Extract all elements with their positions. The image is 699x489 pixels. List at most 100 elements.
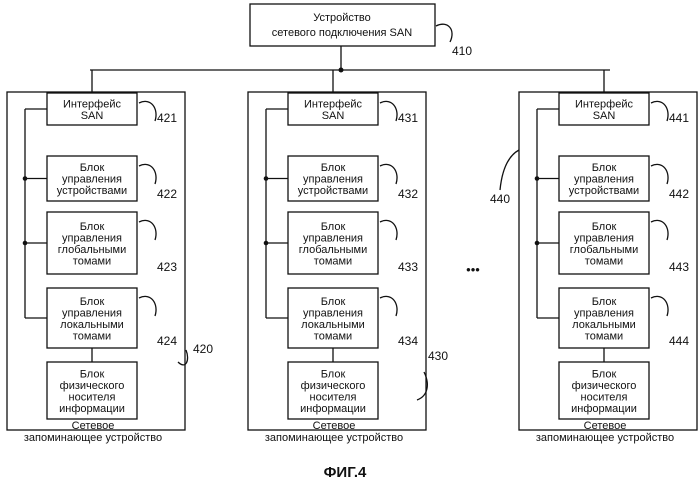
ref-leader xyxy=(651,164,668,184)
block-text-line: физического xyxy=(572,380,637,392)
block-ref-number: 432 xyxy=(398,187,418,201)
ref-leader xyxy=(651,101,668,121)
san-device-line-1: Устройство xyxy=(313,12,371,24)
block-text-line: Интерфейс xyxy=(575,98,633,110)
block-ref-number: 433 xyxy=(398,260,418,274)
storage-device-1: ИнтерфейсSAN421Блокуправленияустройствам… xyxy=(7,70,213,444)
block-text-line: управления xyxy=(303,232,363,244)
block-text-line: Блок xyxy=(80,368,105,380)
block-text-line: устройствами xyxy=(569,185,639,197)
block-text-line: томами xyxy=(314,330,352,342)
bus-junction-dot xyxy=(23,241,28,246)
block-text-line: физического xyxy=(301,380,366,392)
block-text-line: томами xyxy=(73,330,111,342)
block-ref-number: 434 xyxy=(398,334,418,348)
block-text-line: управления xyxy=(574,174,634,186)
block-text-line: SAN xyxy=(322,110,345,122)
block-ref-number: 421 xyxy=(157,111,177,125)
ref-leader xyxy=(139,101,156,121)
block-text-line: Интерфейс xyxy=(304,98,362,110)
block-text-line: носителя xyxy=(69,391,116,403)
block-text-line: Блок xyxy=(321,368,346,380)
san-device-box xyxy=(250,4,435,46)
block-text-line: управления xyxy=(303,174,363,186)
ref-leader xyxy=(380,101,397,121)
storage-device-caption: запоминающее устройство xyxy=(536,432,674,444)
device-ref-leader xyxy=(500,150,519,190)
block-text-line: устройствами xyxy=(298,185,368,197)
block-text-line: SAN xyxy=(593,110,616,122)
block-text-line: Блок xyxy=(592,296,617,308)
block-text-line: информации xyxy=(300,403,366,415)
block-ref-number: 441 xyxy=(669,111,689,125)
block-text-line: глобальными xyxy=(570,244,638,256)
bus-junction-dot xyxy=(264,241,269,246)
storage-device-caption: Сетевое xyxy=(584,420,627,432)
block-text-line: устройствами xyxy=(57,185,127,197)
block-text-line: носителя xyxy=(310,391,357,403)
block-text-line: глобальными xyxy=(299,244,367,256)
ref-leader xyxy=(380,164,397,184)
block-text-line: управления xyxy=(574,232,634,244)
block-ref-number: 444 xyxy=(669,334,689,348)
bus-junction-dot xyxy=(264,176,269,181)
block-text-line: информации xyxy=(571,403,637,415)
block-text-line: глобальными xyxy=(58,244,126,256)
block-text-line: Блок xyxy=(321,162,346,174)
block-text-line: локальными xyxy=(572,319,636,331)
block-text-line: Блок xyxy=(80,296,105,308)
block-text-line: Интерфейс xyxy=(63,98,121,110)
storage-device-ref: 420 xyxy=(193,342,213,356)
block-text-line: управления xyxy=(62,174,122,186)
storage-device-caption: запоминающее устройство xyxy=(265,432,403,444)
block-text-line: Блок xyxy=(592,368,617,380)
block-text-line: локальными xyxy=(301,319,365,331)
block-text-line: информации xyxy=(59,403,125,415)
block-text-line: Блок xyxy=(592,162,617,174)
ref-leader xyxy=(651,220,668,240)
block-text-line: Блок xyxy=(80,162,105,174)
ref-leader xyxy=(380,220,397,240)
block-text-line: локальными xyxy=(60,319,124,331)
block-ref-number: 423 xyxy=(157,260,177,274)
block-ref-number: 442 xyxy=(669,187,689,201)
block-ref-number: 422 xyxy=(157,187,177,201)
block-text-line: управления xyxy=(62,232,122,244)
bus-junction-dot xyxy=(535,176,540,181)
bus-junction-dot xyxy=(535,241,540,246)
storage-device-ref: 430 xyxy=(428,349,448,363)
block-text-line: управления xyxy=(62,307,122,319)
block-text-line: Блок xyxy=(592,221,617,233)
block-ref-number: 431 xyxy=(398,111,418,125)
block-ref-number: 424 xyxy=(157,334,177,348)
block-text-line: носителя xyxy=(581,391,628,403)
block-text-line: Блок xyxy=(321,296,346,308)
block-text-line: SAN xyxy=(81,110,104,122)
ref-leader xyxy=(139,296,156,316)
san-device-line-2: сетевого подключения SAN xyxy=(272,27,412,39)
ref-leader xyxy=(139,220,156,240)
figure-caption: ФИГ.4 xyxy=(324,464,367,481)
ellipsis: ••• xyxy=(466,262,480,277)
block-text-line: томами xyxy=(73,255,111,267)
ref-leader xyxy=(139,164,156,184)
block-text-line: управления xyxy=(574,307,634,319)
bus-junction-dot xyxy=(23,176,28,181)
storage-device-ref: 440 xyxy=(490,192,510,206)
block-text-line: томами xyxy=(585,330,623,342)
san-device-ref: 410 xyxy=(452,44,472,58)
block-text-line: управления xyxy=(303,307,363,319)
device-ref-leader xyxy=(178,350,188,365)
block-text-line: томами xyxy=(314,255,352,267)
ref-leader xyxy=(651,296,668,316)
san-device-ref-leader xyxy=(436,24,452,42)
storage-device-caption: запоминающее устройство xyxy=(24,432,162,444)
ref-leader xyxy=(380,296,397,316)
storage-device-caption: Сетевое xyxy=(313,420,356,432)
block-text-line: Блок xyxy=(80,221,105,233)
block-ref-number: 443 xyxy=(669,260,689,274)
block-text-line: Блок xyxy=(321,221,346,233)
storage-device-2: ИнтерфейсSAN431Блокуправленияустройствам… xyxy=(248,70,448,444)
storage-device-caption: Сетевое xyxy=(72,420,115,432)
